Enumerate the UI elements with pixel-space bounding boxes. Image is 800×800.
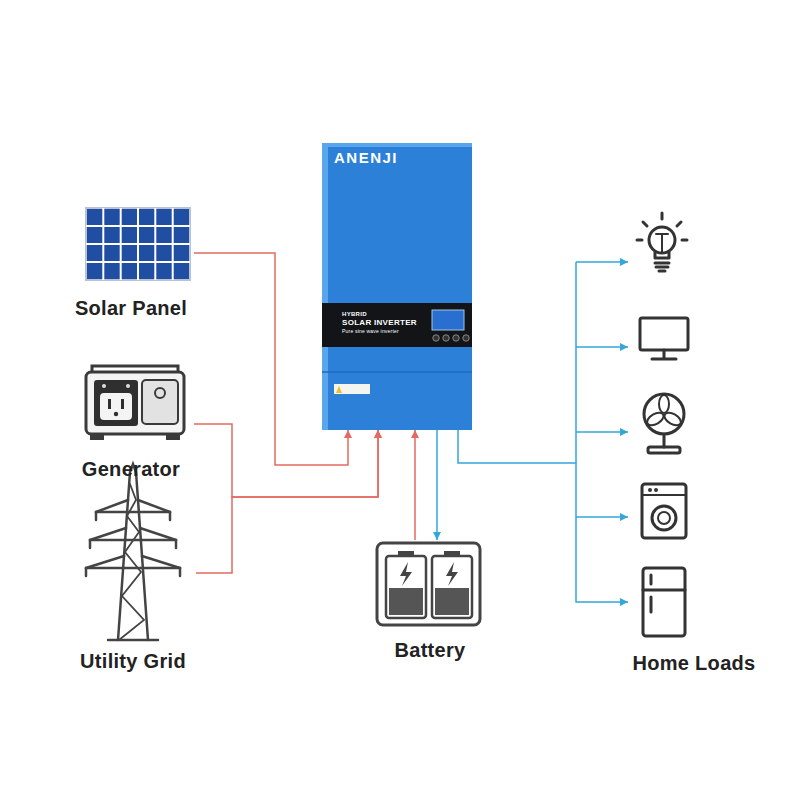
monitor-stand bbox=[652, 350, 676, 359]
node-label: Solar Panel bbox=[75, 296, 187, 320]
inverter-top bbox=[322, 143, 472, 147]
fuel-cap bbox=[155, 388, 165, 398]
generator-panel bbox=[94, 380, 138, 426]
pylon-insulators bbox=[86, 512, 180, 576]
panel-dot bbox=[102, 384, 106, 388]
washer-body bbox=[642, 484, 686, 538]
button bbox=[453, 335, 459, 341]
battery-terminal bbox=[398, 551, 414, 556]
generator-foot bbox=[166, 434, 180, 440]
device-label: ANENJI bbox=[334, 149, 472, 167]
power-connector bbox=[194, 424, 378, 497]
load-branches bbox=[576, 262, 628, 517]
fan-blade bbox=[659, 395, 669, 413]
washer-knob bbox=[649, 489, 651, 491]
front-panel bbox=[322, 303, 472, 347]
outlet-slot bbox=[108, 399, 111, 409]
fan-guard bbox=[644, 394, 684, 434]
device-label: Pure sine wave inverter bbox=[342, 328, 472, 335]
fridge-handles bbox=[650, 575, 653, 612]
fan-base bbox=[648, 447, 680, 453]
lightning-bolt bbox=[446, 562, 458, 586]
washer-drum bbox=[658, 512, 670, 524]
button bbox=[463, 335, 469, 341]
generator-foot bbox=[90, 434, 104, 440]
pylon-ground bbox=[108, 639, 158, 642]
generator-icon bbox=[86, 366, 184, 440]
power-connector bbox=[436, 430, 438, 540]
power-connector bbox=[458, 430, 628, 602]
outlet bbox=[100, 393, 132, 420]
device-label: HYBRID bbox=[342, 311, 472, 318]
battery-icon bbox=[377, 543, 480, 625]
branch-wire bbox=[576, 346, 628, 348]
lightning-bolt bbox=[400, 562, 412, 586]
battery-cell bbox=[432, 556, 472, 618]
generator-engine bbox=[142, 380, 178, 424]
outlet-slot bbox=[121, 399, 124, 409]
panel-dot bbox=[126, 384, 130, 388]
power-connector bbox=[194, 253, 348, 465]
pylon-bracing bbox=[119, 484, 144, 640]
pylon-legs bbox=[118, 464, 148, 640]
generator-frame bbox=[86, 372, 184, 434]
outlet-ground bbox=[114, 412, 118, 416]
battery-charge bbox=[389, 588, 423, 615]
button bbox=[443, 335, 449, 341]
panel-body bbox=[86, 208, 190, 280]
inverter-illustration bbox=[322, 143, 472, 430]
monitor-screen bbox=[640, 318, 688, 350]
washer-knob bbox=[655, 489, 657, 491]
inverter-edge bbox=[322, 143, 328, 430]
battery-terminal bbox=[444, 551, 460, 556]
node-label: Generator bbox=[82, 457, 180, 481]
solar-panel-icon bbox=[86, 208, 190, 280]
pylon-icon bbox=[86, 464, 180, 640]
bulb-filament bbox=[656, 234, 668, 252]
bulb-glass bbox=[649, 227, 675, 253]
panel-cells bbox=[86, 208, 190, 280]
distribution-trunk bbox=[575, 262, 577, 463]
node-label: Battery bbox=[394, 638, 465, 662]
source-node: Solar Panel bbox=[68, 200, 194, 320]
housing-seam bbox=[322, 371, 472, 373]
power-connector bbox=[414, 430, 416, 540]
branch-wire bbox=[576, 516, 628, 518]
source-node: Utility Grid bbox=[70, 486, 196, 673]
fan-blade bbox=[645, 410, 666, 428]
fan-stand bbox=[663, 434, 666, 447]
pylon-struts bbox=[86, 500, 180, 568]
button bbox=[433, 335, 439, 341]
washer-panel bbox=[642, 494, 686, 496]
lcd-screen bbox=[432, 310, 464, 330]
branch-wire bbox=[576, 431, 628, 433]
bulb-rays bbox=[637, 213, 687, 240]
caution-triangle bbox=[336, 386, 342, 393]
washer-door bbox=[652, 506, 676, 530]
storage-node: Battery bbox=[370, 540, 490, 662]
fridge-body bbox=[643, 568, 685, 636]
caution-sticker bbox=[334, 384, 370, 394]
load-node: Home Loads bbox=[628, 212, 760, 675]
device-label: SOLAR INVERTER bbox=[342, 318, 472, 328]
source-node: Generator bbox=[68, 362, 194, 481]
inverter-body bbox=[322, 143, 472, 430]
battery-frame bbox=[377, 543, 480, 625]
node-label: Utility Grid bbox=[80, 649, 186, 673]
power-connector bbox=[196, 430, 378, 573]
branch-wire bbox=[576, 261, 628, 263]
fan-blade bbox=[662, 410, 683, 428]
battery-charge bbox=[435, 588, 469, 615]
battery-cell bbox=[386, 556, 426, 618]
node-label: Home Loads bbox=[632, 651, 755, 675]
appliance-icons bbox=[637, 213, 688, 636]
fridge-divider bbox=[643, 589, 685, 592]
bulb-base bbox=[655, 252, 669, 271]
inverter-node: ANENJI HYBRIDSOLAR INVERTERPure sine wave… bbox=[322, 143, 472, 430]
